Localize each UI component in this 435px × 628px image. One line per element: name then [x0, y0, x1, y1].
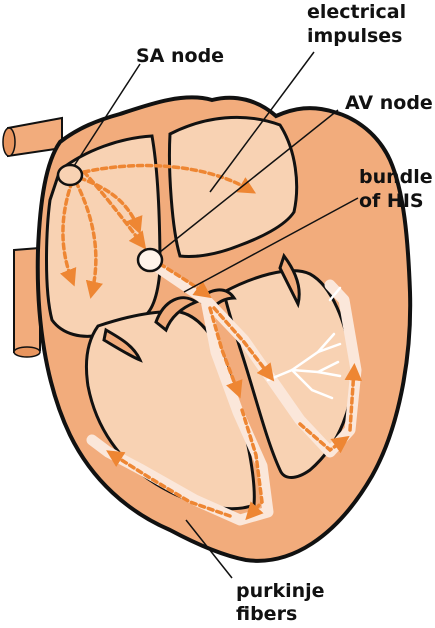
purkinje-fibers-label-line1: purkinje [236, 580, 325, 602]
bundle-of-his-label-line2: of HIS [359, 190, 424, 212]
electrical-impulses-label-line2: impulses [307, 25, 402, 47]
av-node-label: AV node [345, 92, 433, 114]
bundle-of-his-label-line1: bundle [359, 166, 433, 188]
sa-node [58, 165, 82, 185]
sa-node-label: SA node [136, 45, 224, 67]
av-node [138, 249, 162, 271]
purkinje-fibers-label-line2: fibers [236, 603, 297, 625]
electrical-impulses-label-line1: electrical [307, 1, 406, 23]
